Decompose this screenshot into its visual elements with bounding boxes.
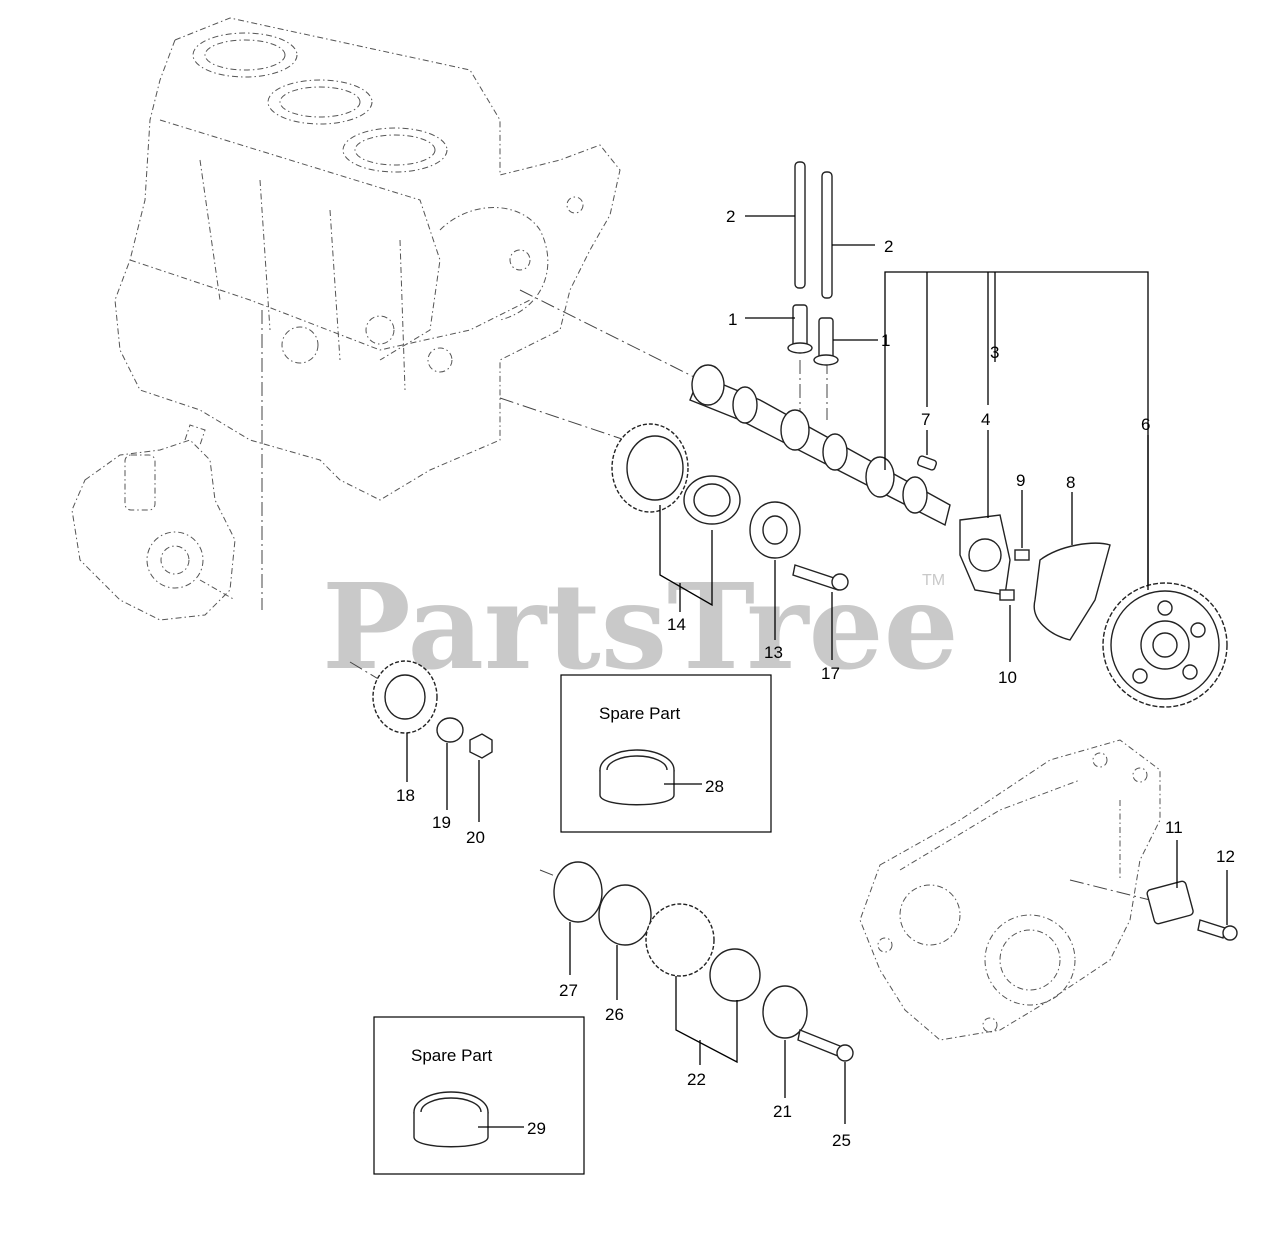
woodruff-key <box>916 455 938 471</box>
callout-label: 18 <box>396 786 415 805</box>
fuel-pump-ghost <box>71 424 236 621</box>
callout-label: 2 <box>884 237 893 256</box>
spare-part-title: Spare Part <box>411 1046 493 1065</box>
spare-part-box-2: Spare Part 29 <box>373 1016 585 1175</box>
callout-label: 27 <box>559 981 578 1000</box>
retainer-plate <box>1033 542 1111 641</box>
callout-label: 1 <box>881 331 890 350</box>
callout-label: 26 <box>605 1005 624 1024</box>
callout-label: 3 <box>990 343 999 362</box>
tappets <box>787 304 839 366</box>
callout-labels: 2 2 1 1 3 7 4 6 9 8 10 14 13 17 18 19 20… <box>396 207 1235 1150</box>
sensor-and-bolt <box>1146 880 1238 941</box>
callout-label: 14 <box>667 615 686 634</box>
callout-label: 25 <box>832 1131 851 1150</box>
callout-label: 28 <box>705 777 724 796</box>
callout-label: 11 <box>1165 818 1183 837</box>
callout-label: 20 <box>466 828 485 847</box>
spare-part-title: Spare Part <box>599 704 681 723</box>
callout-label: 1 <box>728 310 737 329</box>
callout-label: 9 <box>1016 471 1025 490</box>
callout-label: 8 <box>1066 473 1075 492</box>
oil-pump-gears <box>553 861 854 1062</box>
callout-label: 17 <box>821 664 840 683</box>
callout-label: 2 <box>726 207 735 226</box>
pump-gear <box>372 660 493 759</box>
callout-label: 22 <box>687 1070 706 1089</box>
callout-label: 4 <box>981 410 990 429</box>
cam-gear <box>1102 582 1228 708</box>
bolts-9-10 <box>999 549 1030 601</box>
callout-label: 29 <box>527 1119 546 1138</box>
push-rods <box>794 161 833 299</box>
gear-case-ghost <box>859 739 1161 1041</box>
callout-label: 12 <box>1216 847 1235 866</box>
camshaft <box>689 364 951 527</box>
callout-label: 7 <box>921 410 930 429</box>
leader-lines <box>406 215 1228 1124</box>
engine-block-ghost <box>114 17 621 501</box>
callout-label: 13 <box>764 643 783 662</box>
idler-gear <box>611 423 849 591</box>
spare-part-box-1: Spare Part 28 <box>560 674 772 833</box>
callout-label: 10 <box>998 668 1017 687</box>
alignment-lines <box>261 289 1151 901</box>
callout-label: 19 <box>432 813 451 832</box>
trademark-symbol: TM <box>922 572 945 589</box>
callout-label: 6 <box>1141 415 1150 434</box>
callout-label: 21 <box>773 1102 792 1121</box>
